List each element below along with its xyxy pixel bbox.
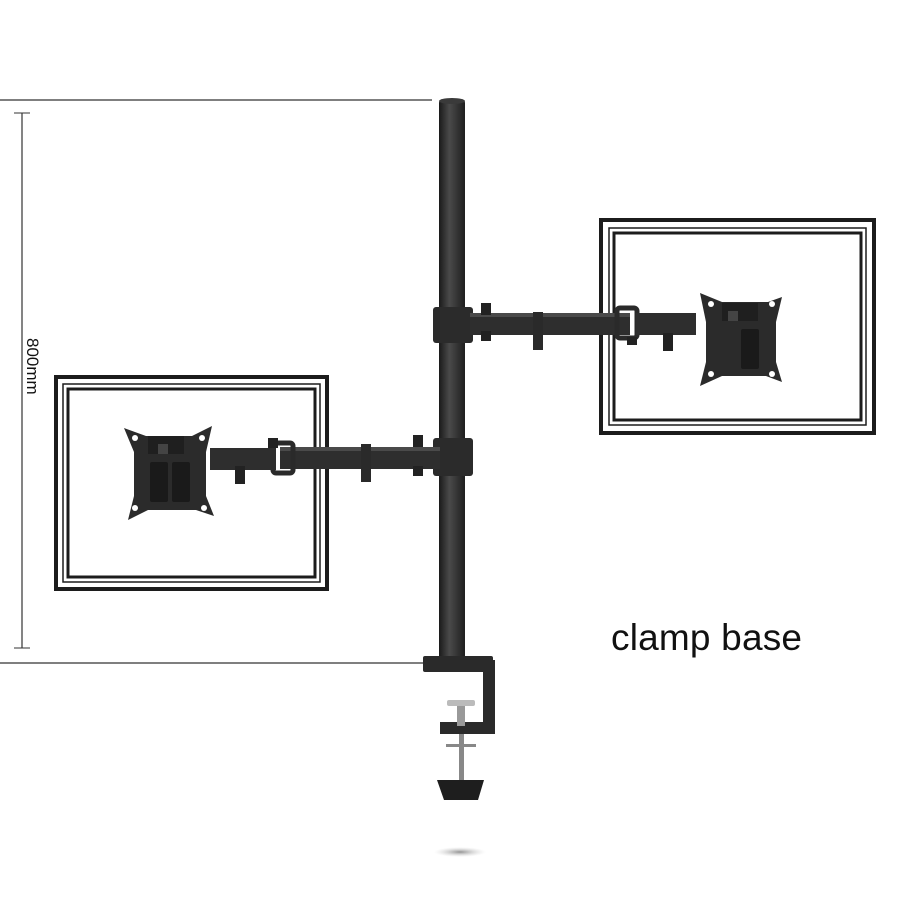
clamp xyxy=(423,656,495,800)
upper-vesa-plate xyxy=(700,293,782,386)
pole xyxy=(439,98,465,662)
lower-arm xyxy=(210,435,473,484)
height-dimension-label: 800mm xyxy=(23,338,42,395)
dimension-lines xyxy=(0,99,432,664)
caption-clamp-base: clamp base xyxy=(611,617,803,658)
lower-vesa-plate xyxy=(124,426,214,520)
floor-shadow xyxy=(434,847,486,857)
lower-monitor-frame xyxy=(54,375,329,591)
upper-arm xyxy=(433,303,696,351)
